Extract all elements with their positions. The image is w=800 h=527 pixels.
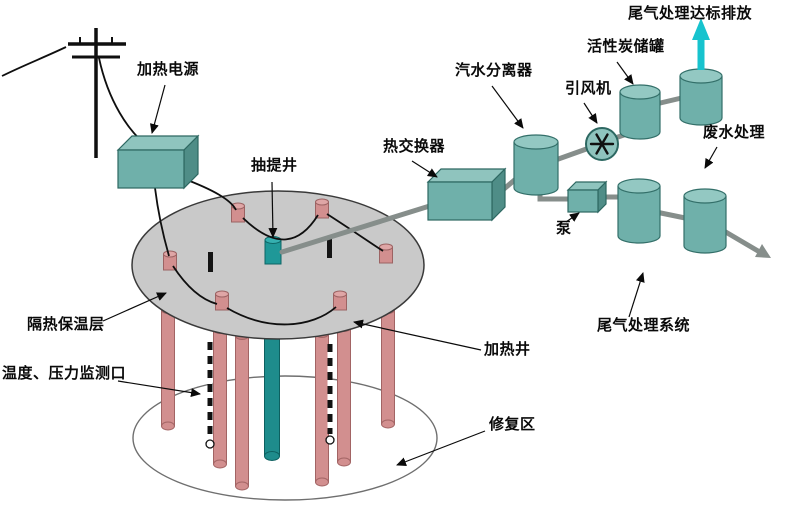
leader-heating-well xyxy=(353,319,482,351)
label-pump: 泵 xyxy=(556,220,572,237)
label-monitoring-port: 温度、压力监测口 xyxy=(2,365,127,382)
label-exhaust-discharge: 尾气处理达标排放 xyxy=(628,5,753,22)
heating-well-shaft xyxy=(213,326,227,469)
label-heating-well: 加热井 xyxy=(484,341,531,358)
extraction-well-shaft xyxy=(264,335,280,461)
exhaust-discharge-tank xyxy=(679,68,723,126)
heat-exchanger-box xyxy=(426,167,507,222)
label-remediation-area: 修复区 xyxy=(489,416,536,433)
monitoring-rod-tip xyxy=(325,435,335,445)
leader-remediation xyxy=(396,430,486,466)
label-carbon-tank: 活性炭储罐 xyxy=(587,38,665,55)
label-wastewater: 废水处理 xyxy=(703,124,766,141)
leader-arrows xyxy=(102,61,718,466)
leader-fan xyxy=(583,102,598,124)
heating-well-shaft xyxy=(381,306,395,429)
label-insulation: 隔热保温层 xyxy=(27,316,105,333)
heating-power-box xyxy=(116,134,200,190)
overhead-wire xyxy=(1,46,67,77)
discharge-up-arrow-icon xyxy=(692,18,710,70)
leader-monitoring xyxy=(117,380,201,398)
wastewater-tank-1 xyxy=(617,178,661,244)
leader-insulation xyxy=(102,292,167,322)
leader-separator xyxy=(491,85,524,129)
label-exhaust-system: 尾气处理系统 xyxy=(597,317,691,334)
leader-exhaust-system xyxy=(628,272,645,318)
label-heat-exchanger: 热交换器 xyxy=(383,138,446,155)
leader-heating-power xyxy=(150,84,166,134)
label-heating-power: 加热电源 xyxy=(137,61,200,78)
remediation-zone-outline xyxy=(132,375,438,501)
wastewater-tank-2 xyxy=(683,188,727,254)
activated-carbon-tank xyxy=(619,84,661,140)
leader-extraction-well xyxy=(268,181,278,238)
heating-well-shaft xyxy=(235,332,249,491)
extraction-well-head xyxy=(264,236,282,265)
heating-wells xyxy=(161,306,395,491)
monitoring-rods xyxy=(205,342,335,449)
fan-blades-icon xyxy=(589,133,615,155)
label-extraction-well: 抽提井 xyxy=(251,157,298,174)
pipe-outflow xyxy=(721,228,761,254)
label-fan: 引风机 xyxy=(565,80,612,97)
heating-well-shaft xyxy=(337,324,351,467)
heating-well-shaft xyxy=(315,330,329,487)
pipe-extraction-to-exchanger xyxy=(279,201,439,255)
heating-well-shaft xyxy=(161,306,175,431)
flow-arrow-icon xyxy=(755,244,771,258)
well-stubs xyxy=(163,198,393,311)
induced-draft-fan xyxy=(585,127,619,161)
leader-pump xyxy=(565,212,580,223)
label-separator: 汽水分离器 xyxy=(455,62,533,79)
cap-sensor-ticks xyxy=(208,238,332,272)
monitoring-rod-tip xyxy=(205,439,215,449)
power-pole xyxy=(1,28,151,158)
steam-water-separator-tank xyxy=(513,134,559,196)
leader-wastewater xyxy=(704,146,718,169)
leader-carbon-tank xyxy=(616,61,634,85)
leader-heat-exchanger xyxy=(411,160,438,178)
pump-box xyxy=(566,180,608,214)
